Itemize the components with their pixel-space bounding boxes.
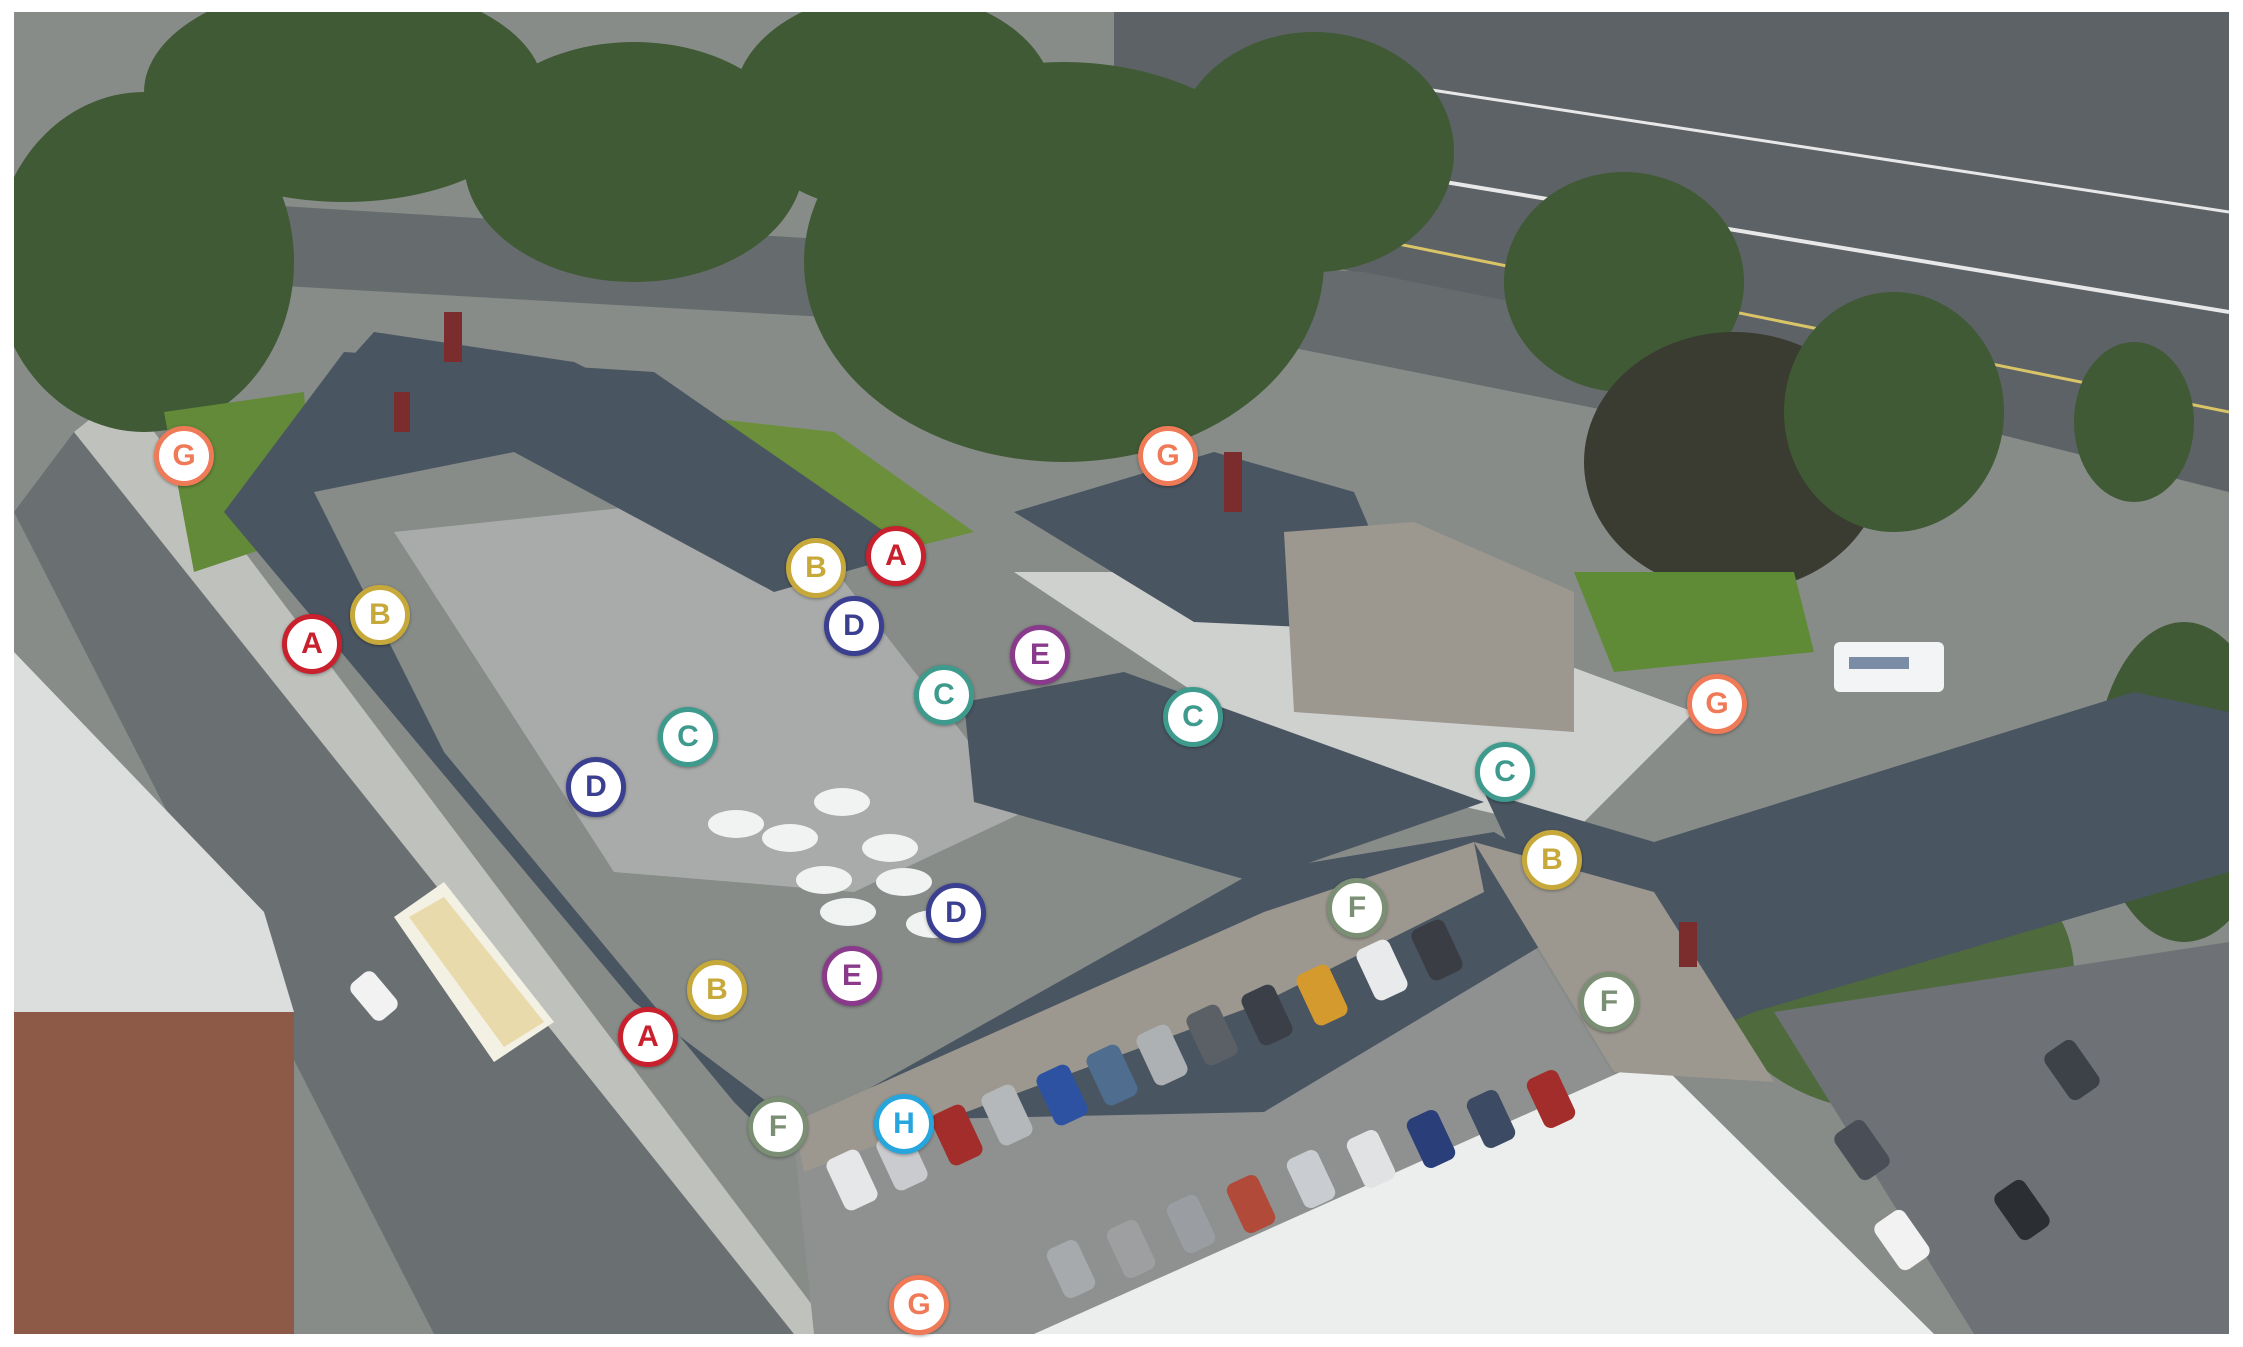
marker-a[interactable]: A [618,1007,678,1067]
neighbor-building-roof [1034,1057,1934,1334]
courtyard-plaza [394,492,1024,892]
marker-f[interactable]: F [1327,878,1387,938]
marker-d[interactable]: D [566,757,626,817]
marker-b[interactable]: B [786,538,846,598]
chimney [444,312,462,362]
left-street [14,432,794,1334]
sidewalk [74,392,834,1334]
right-parking-lot [1774,942,2229,1334]
marker-b[interactable]: B [350,585,410,645]
aerial-view-illustration [14,12,2229,1334]
building-walls [794,522,1774,1172]
lawn [1574,572,1814,672]
marker-g[interactable]: G [1138,426,1198,486]
marker-g[interactable]: G [889,1275,949,1335]
neighbor-building-roof [14,652,294,1012]
aerial-site-rendering [14,12,2229,1334]
highway-lane-line [1313,225,2229,414]
marker-f[interactable]: F [1579,972,1639,1032]
marker-e[interactable]: E [1010,625,1070,685]
marker-b[interactable]: B [687,960,747,1020]
marker-d[interactable]: D [926,883,986,943]
marker-c[interactable]: C [1163,687,1223,747]
highway-lane-line [1313,70,2229,214]
food-truck [1834,642,1944,692]
marker-e[interactable]: E [822,946,882,1006]
neighbor-building-facade [14,1012,294,1334]
marker-g[interactable]: G [1687,674,1747,734]
marker-d[interactable]: D [824,596,884,656]
marker-c[interactable]: C [1475,742,1535,802]
marker-c[interactable]: C [914,665,974,725]
chimney [1679,922,1697,967]
parked-cars [350,919,2100,1299]
marker-g[interactable]: G [154,426,214,486]
marker-b[interactable]: B [1522,830,1582,890]
chimney [1224,452,1242,512]
marker-c[interactable]: C [658,707,718,767]
marker-h[interactable]: H [874,1094,934,1154]
chimney [394,392,410,432]
bus [394,882,554,1062]
marker-a[interactable]: A [866,526,926,586]
marker-f[interactable]: F [748,1097,808,1157]
marker-a[interactable]: A [282,614,342,674]
